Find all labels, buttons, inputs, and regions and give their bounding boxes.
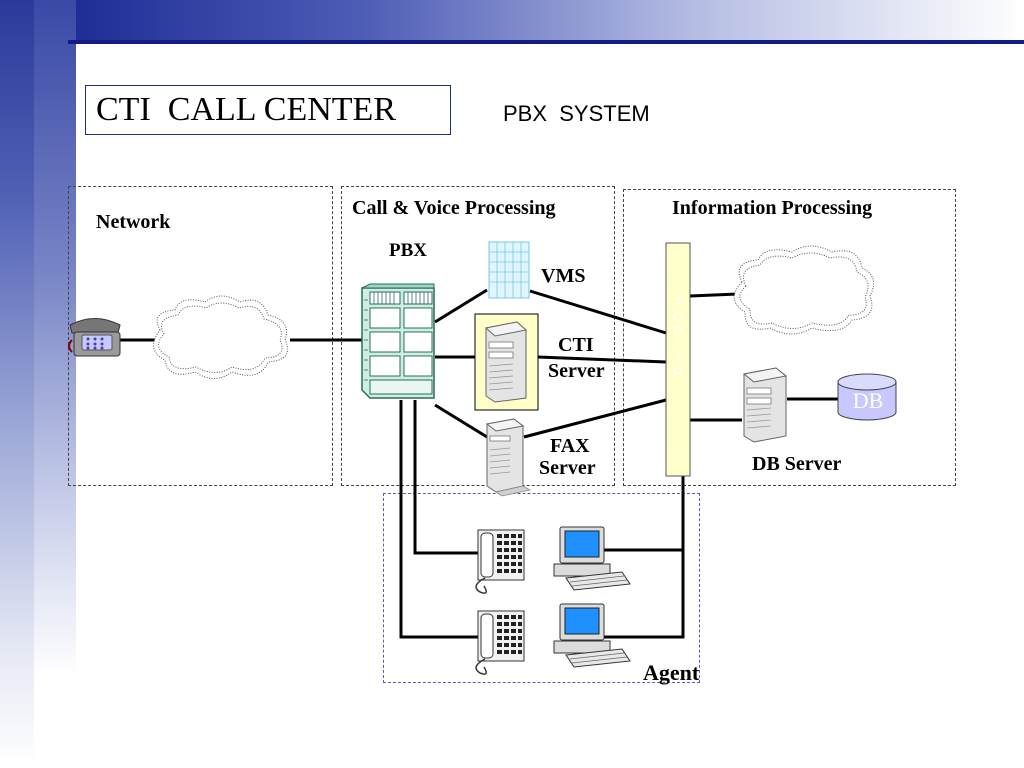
title-box: CTI CALL CENTER	[85, 85, 451, 135]
slide-title: CTI CALL CENTER	[96, 91, 396, 128]
pbx-label: PBX	[389, 240, 427, 261]
cti-label-line1: CTI	[558, 334, 594, 356]
link-pbx-fax	[434, 403, 488, 439]
agent-phone-1-icon	[475, 529, 525, 594]
vms-label: VMS	[541, 265, 586, 287]
database-cylinder-icon	[837, 373, 897, 421]
link-bus-cloud	[689, 292, 739, 298]
header-gradient-bar	[76, 0, 1024, 40]
fax-label-line2: Server	[539, 457, 596, 479]
tcp-ip-label: T C P / I P	[673, 295, 683, 380]
db-server-label: DB Server	[752, 453, 842, 475]
call-voice-label: Call & Voice Processing	[352, 197, 556, 219]
network-cloud-icon	[153, 295, 289, 379]
agent-label: Agent	[643, 660, 700, 685]
link-fax-bus	[523, 398, 667, 439]
link-bus-agent-pc-2	[603, 550, 685, 639]
agent-phone-2-icon	[475, 610, 525, 675]
link-bus-agent-pc-1	[603, 476, 685, 552]
sidebar-notch	[34, 676, 76, 768]
network-region	[68, 186, 333, 486]
link-cti-bus	[537, 355, 667, 364]
information-region	[623, 189, 956, 486]
fax-server-icon	[485, 418, 532, 497]
network-label: Network	[96, 211, 171, 233]
information-label: Information Processing	[672, 197, 873, 219]
slide-subtitle: PBX SYSTEM	[503, 101, 650, 126]
cti-server-icon	[474, 313, 539, 411]
link-vms-bus	[529, 289, 667, 335]
call-voice-region	[341, 186, 615, 486]
db-label: DB	[852, 388, 884, 413]
link-pbx-agent-phone-1	[413, 400, 478, 555]
header-rule	[68, 40, 1024, 44]
link-pbx-vms	[434, 288, 488, 324]
link-pbx-agent-phone-2	[399, 400, 478, 639]
telephone-icon	[68, 318, 121, 357]
vms-server-icon	[488, 241, 530, 299]
pbx-cabinet-icon	[361, 283, 435, 399]
connection-lines	[120, 288, 838, 639]
info-cloud-icon	[733, 245, 875, 335]
cti-label-line2: Server	[548, 360, 605, 382]
agent-region	[383, 493, 700, 683]
fax-label-line1: FAX	[550, 435, 590, 457]
db-server-icon	[742, 367, 788, 443]
agent-computer-2-icon	[553, 603, 631, 668]
sidebar-inner-panel	[34, 0, 76, 676]
tcp-ip-bus	[665, 242, 691, 477]
agent-computer-1-icon	[553, 526, 631, 591]
